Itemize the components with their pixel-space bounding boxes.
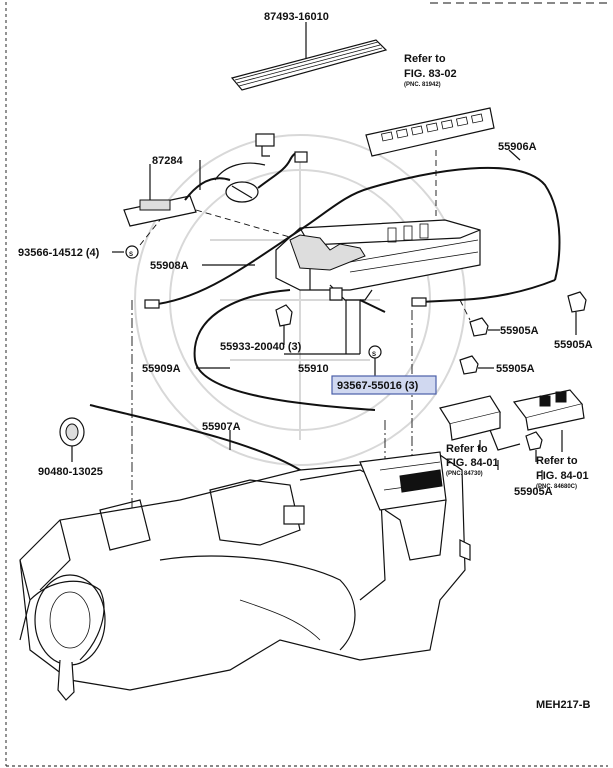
label-refer-83-pnc: (PNC. 81942) xyxy=(404,82,441,88)
label-refer-84a-line1: Refer to xyxy=(446,443,488,455)
label-90480[interactable]: 90480-13025 xyxy=(38,466,103,478)
heater-control-assembly xyxy=(275,219,481,355)
label-55908A[interactable]: 55908A xyxy=(150,260,189,272)
trim-panel-part xyxy=(230,30,388,91)
label-55910[interactable]: 55910 xyxy=(298,363,329,375)
heater-unit xyxy=(19,451,471,701)
label-refer-83-line1: Refer to xyxy=(404,53,446,65)
label-refer-84a-line2[interactable]: FIG. 84-01 xyxy=(446,457,499,469)
label-55907A[interactable]: 55907A xyxy=(202,421,241,433)
knobs-55905A xyxy=(459,291,587,462)
label-refer-84b-pnc: (PNC. 84680C) xyxy=(536,484,577,490)
label-93566[interactable]: 93566-14512 (4) xyxy=(18,247,100,259)
label-refer-84a-pnc: (PNC. 84730) xyxy=(446,471,483,477)
page-border xyxy=(5,2,608,767)
switch-84680C xyxy=(512,389,585,452)
svg-text:S: S xyxy=(372,352,376,358)
label-55905A-1[interactable]: 55905A xyxy=(554,339,593,351)
label-87493[interactable]: 87493-16010 xyxy=(264,11,329,23)
label-93567[interactable]: 93567-55016 (3) xyxy=(337,380,419,392)
grommet-90480 xyxy=(59,417,85,462)
label-55909A[interactable]: 55909A xyxy=(142,363,181,375)
highlight-box-93567 xyxy=(331,375,437,395)
label-55933[interactable]: 55933-20040 (3) xyxy=(220,341,302,353)
label-refer-84b-line2[interactable]: FIG. 84-01 xyxy=(536,470,589,482)
screw-93567-symbol: S xyxy=(368,345,382,380)
label-refer-83-line2[interactable]: FIG. 83-02 xyxy=(404,68,457,80)
diagram-code: MEH217-B xyxy=(536,699,590,711)
part-labels: 87493-16010 Refer to FIG. 83-02 (PNC. 81… xyxy=(18,11,593,711)
servo-harness-part: S xyxy=(112,133,308,259)
label-55905A-2[interactable]: 55905A xyxy=(500,325,539,337)
label-55905A-3[interactable]: 55905A xyxy=(496,363,535,375)
label-refer-84b-line1: Refer to xyxy=(536,455,578,467)
label-55905A-4[interactable]: 55905A xyxy=(514,486,553,498)
clip-55933 xyxy=(275,304,293,327)
svg-text:S: S xyxy=(129,252,133,258)
label-55906A[interactable]: 55906A xyxy=(498,141,537,153)
switch-84730 xyxy=(439,395,521,451)
label-87284[interactable]: 87284 xyxy=(152,155,183,167)
leader-lines xyxy=(196,22,543,480)
